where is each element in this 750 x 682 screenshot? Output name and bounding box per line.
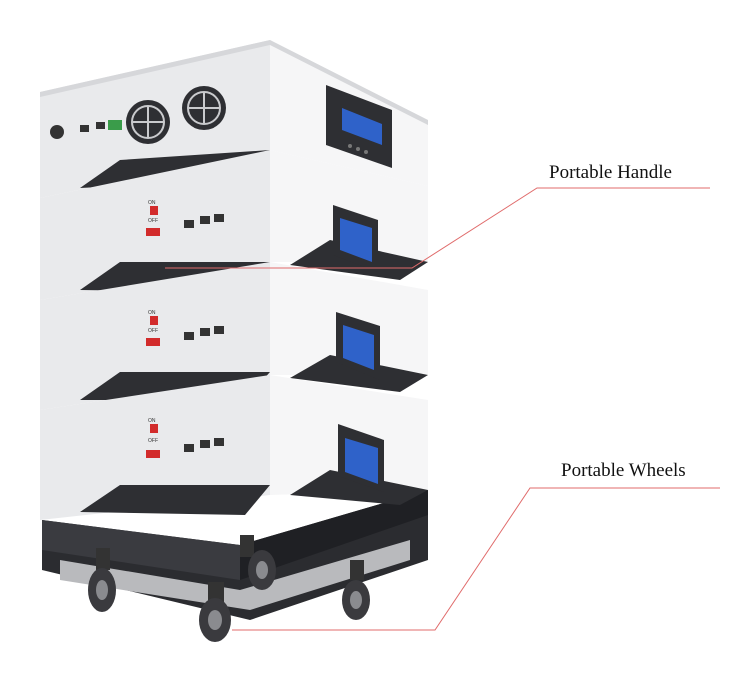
fan-icon — [182, 86, 226, 130]
handle-callout-line — [165, 187, 710, 269]
switch-on-label: ON — [148, 418, 156, 424]
switch-on-label: ON — [148, 310, 156, 316]
wheel-rear-center — [240, 535, 276, 590]
wheel-rear-right — [342, 560, 370, 620]
wheels-callout-line — [232, 487, 720, 631]
switch-off-label: OFF — [148, 438, 158, 444]
switch-off-label: OFF — [148, 328, 158, 334]
wheel-front-left — [88, 548, 116, 612]
controller-unit — [40, 40, 428, 198]
power-button-icon — [50, 125, 64, 139]
portable-handle-label: Portable Handle — [549, 162, 672, 183]
switch-on-label: ON — [148, 200, 156, 206]
portable-wheels-label: Portable Wheels — [561, 460, 686, 481]
wheel-front-center — [199, 582, 231, 642]
battery-module-3 — [40, 375, 428, 520]
battery-module-2 — [40, 262, 428, 410]
wheel-cart — [42, 490, 428, 620]
switch-off-label: OFF — [148, 218, 158, 224]
fan-icon — [126, 100, 170, 144]
